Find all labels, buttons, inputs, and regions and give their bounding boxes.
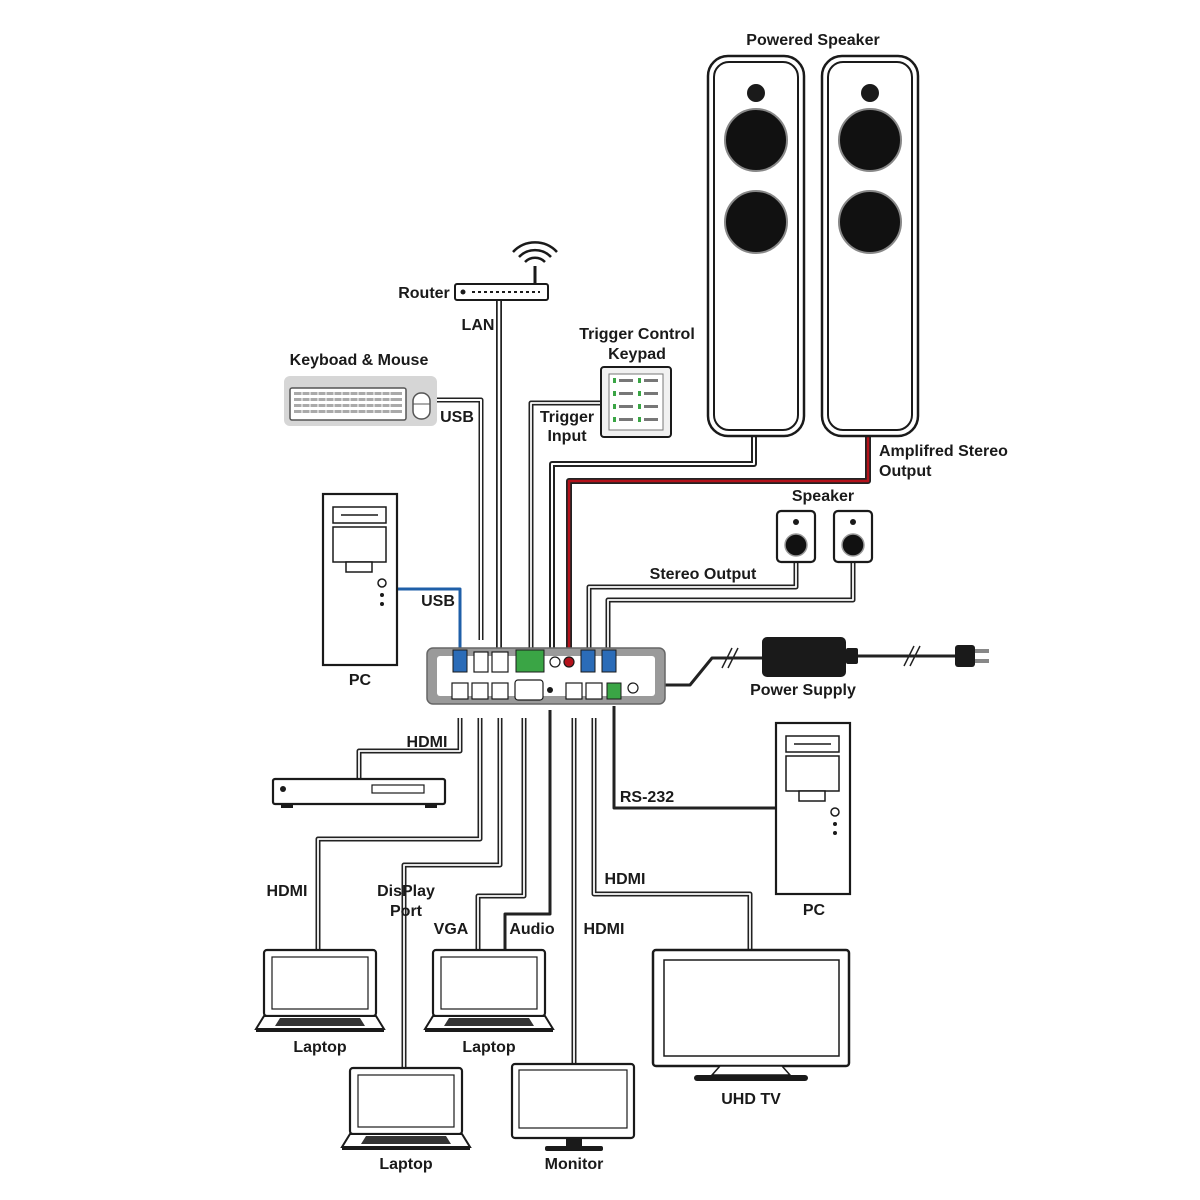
usb-pc-cable — [397, 587, 462, 648]
label-speaker: Speaker — [792, 488, 854, 505]
plug-icon — [955, 645, 989, 667]
router-icon — [454, 241, 558, 301]
label-vga: VGA — [434, 921, 469, 938]
label-rs232: RS-232 — [620, 789, 674, 806]
powered-speaker-right-cable — [566, 436, 871, 652]
label-laptop-left: Laptop — [293, 1039, 347, 1056]
pc-left — [321, 492, 399, 667]
label-pc-right: PC — [803, 902, 826, 919]
speaker-left — [775, 509, 817, 564]
label-hdmi-tv: HDMI — [605, 871, 646, 888]
tv-icon — [651, 948, 851, 1081]
laptop-left — [254, 948, 386, 1032]
label-hdmi-player: HDMI — [407, 734, 448, 751]
label-monitor: Monitor — [545, 1156, 604, 1173]
media-player-icon — [271, 777, 447, 808]
laptop-bottom — [340, 1066, 472, 1150]
label-laptop-bottom: Laptop — [379, 1156, 433, 1173]
label-power-supply: Power Supply — [750, 682, 856, 699]
label-trigger-input-2: Input — [547, 428, 587, 445]
label-router: Router — [398, 285, 450, 302]
laptop-middle — [423, 948, 555, 1032]
monitor-icon — [510, 1062, 636, 1151]
label-displayport-2: Port — [390, 903, 423, 920]
cables — [315, 301, 955, 1068]
label-trigger-input-1: Trigger — [540, 409, 594, 426]
label-keyboard-mouse: Keyboad & Mouse — [290, 352, 429, 369]
label-trigger-keypad-1: Trigger Control — [579, 326, 695, 343]
label-laptop-middle: Laptop — [462, 1039, 516, 1056]
speaker-right — [832, 509, 874, 564]
labels: Powered Speaker Router LAN Trigger Contr… — [267, 32, 1009, 1173]
label-uhd-tv: UHD TV — [721, 1091, 781, 1108]
label-displayport-1: DisPlay — [377, 883, 435, 900]
label-lan: LAN — [462, 317, 495, 334]
keypad-icon — [600, 366, 672, 438]
label-usb-keyboard: USB — [440, 409, 474, 426]
label-amplified-1: Amplifred Stereo — [879, 443, 1008, 460]
pc-right — [774, 721, 852, 896]
powered-speaker-right — [820, 54, 920, 438]
label-hdmi-monitor: HDMI — [584, 921, 625, 938]
label-hdmi-laptop: HDMI — [267, 883, 308, 900]
label-usb-pc: USB — [421, 593, 455, 610]
label-stereo-output: Stereo Output — [650, 566, 757, 583]
label-powered-speaker: Powered Speaker — [746, 32, 879, 49]
powered-speaker-left — [706, 54, 806, 438]
switcher-device-icon — [426, 647, 666, 705]
label-trigger-keypad-2: Keypad — [608, 346, 666, 363]
mouse-icon — [412, 392, 431, 420]
keyboard-icon — [289, 387, 407, 421]
keyboard-mouse — [284, 376, 437, 426]
powered-speaker-left-cable — [549, 436, 757, 652]
label-pc-left: PC — [349, 672, 372, 689]
label-audio: Audio — [509, 921, 555, 938]
label-amplified-2: Output — [879, 463, 932, 480]
hdmi-tv-cable — [591, 718, 753, 950]
audio-cable — [503, 710, 552, 950]
rs232-cable — [612, 706, 776, 810]
